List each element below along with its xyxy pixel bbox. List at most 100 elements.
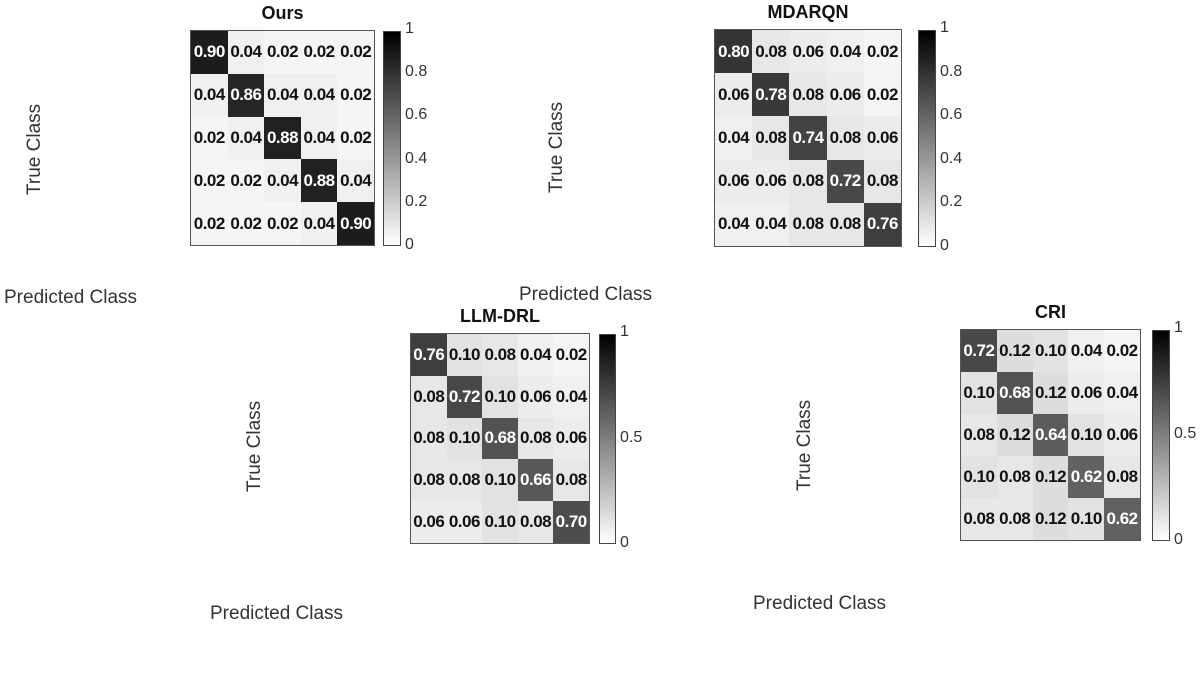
colorbar-tick-label: 0.4	[405, 149, 428, 167]
matrix-cell: 0.80	[715, 30, 753, 74]
matrix-cell: 0.06	[517, 375, 554, 418]
matrix-cell: 0.70	[553, 501, 589, 543]
colorbar-tick-label: 0.6	[405, 106, 428, 124]
matrix-cell: 0.08	[411, 459, 447, 502]
colorbar-tick-label: 0	[405, 236, 414, 253]
matrix-cell: 0.06	[1068, 372, 1105, 414]
matrix-cell: 0.02	[227, 159, 265, 203]
matrix-cell: 0.12	[996, 330, 1033, 372]
matrix-cell: 0.10	[482, 501, 518, 543]
matrix-cell: 0.06	[752, 159, 790, 203]
matrix-cell: 0.72	[446, 375, 483, 418]
colorbar-tick-label: 0	[620, 534, 629, 551]
x-axis-title: Predicted Class	[4, 287, 138, 308]
matrix-cell: 0.08	[961, 414, 997, 456]
matrix-cell: 0.06	[553, 417, 589, 460]
chart-title: CRI	[1035, 302, 1066, 322]
matrix-cell: 0.04	[227, 31, 265, 74]
matrix-cell: 0.04	[752, 202, 790, 246]
matrix-cell: 0.08	[411, 417, 447, 460]
matrix-cell: 0.10	[1032, 330, 1069, 372]
matrix-cell: 0.10	[482, 459, 518, 502]
matrix-cell: 0.06	[411, 501, 447, 543]
matrix-cell: 0.04	[337, 159, 374, 203]
colorbar-tick-label: 1	[405, 20, 414, 37]
matrix-cell: 0.86	[227, 73, 265, 117]
chart-title: MDARQN	[767, 2, 849, 22]
matrix-cell: 0.10	[1068, 414, 1105, 456]
matrix-cell: 0.02	[337, 73, 374, 117]
matrix-cell: 0.06	[446, 501, 483, 543]
y-axis-title: True Class	[546, 101, 567, 193]
matrix-cell: 0.08	[961, 498, 997, 540]
matrix-cell: 0.08	[752, 116, 790, 160]
matrix-cell: 0.10	[482, 375, 518, 418]
colorbar-tick-label: 0.8	[940, 62, 963, 80]
matrix-cell: 0.04	[715, 202, 753, 246]
colorbar-tick-label: 1	[620, 323, 629, 340]
colorbar-tick-label: 0	[1174, 531, 1183, 548]
matrix-cell: 0.08	[517, 417, 554, 460]
matrix-cell: 0.08	[789, 202, 827, 246]
colorbar-tick-label: 0.8	[405, 63, 428, 81]
matrix-cell: 0.62	[1104, 498, 1140, 540]
matrix-cell: 0.04	[300, 73, 338, 117]
matrix-cell: 0.02	[1104, 330, 1140, 372]
matrix-cell: 0.02	[191, 116, 228, 160]
matrix-cell: 0.10	[961, 372, 997, 414]
y-axis-title: True Class	[794, 399, 815, 491]
colorbar-tick-label: 0.2	[405, 192, 428, 210]
colorbar-tick-label: 0	[940, 237, 949, 254]
matrix-cell: 0.02	[863, 73, 901, 117]
matrix-cell: 0.02	[191, 159, 228, 203]
matrix-cell: 0.08	[826, 116, 864, 160]
matrix-cell: 0.02	[337, 116, 374, 160]
matrix-cell: 0.12	[1032, 498, 1069, 540]
matrix-cell: 0.06	[1104, 414, 1140, 456]
matrix-cell: 0.68	[996, 372, 1033, 414]
matrix-cell: 0.08	[826, 202, 864, 246]
colorbar	[383, 31, 401, 246]
matrix-cell: 0.04	[300, 116, 338, 160]
matrix-cell: 0.02	[227, 202, 265, 245]
matrix-cell: 0.76	[411, 334, 447, 376]
x-axis-title: Predicted Class	[519, 284, 653, 305]
y-axis-title: True Class	[24, 103, 45, 195]
matrix-cell: 0.88	[300, 159, 338, 203]
matrix-cell: 0.04	[826, 30, 864, 74]
matrix-cell: 0.76	[863, 202, 901, 246]
matrix-cell: 0.64	[1032, 414, 1069, 456]
matrix-cell: 0.08	[446, 459, 483, 502]
matrix-cell: 0.08	[482, 334, 518, 376]
matrix-cell: 0.72	[826, 159, 864, 203]
matrix-cell: 0.08	[553, 459, 589, 502]
colorbar	[1152, 330, 1170, 541]
matrix-cell: 0.78	[752, 73, 790, 117]
y-axis-title: True Class	[244, 400, 265, 492]
matrix-cell: 0.08	[789, 159, 827, 203]
colorbar	[918, 30, 936, 247]
matrix-cell: 0.02	[300, 31, 338, 74]
matrix-cell: 0.90	[337, 202, 374, 245]
matrix-cell: 0.10	[446, 334, 483, 376]
matrix-cell: 0.08	[1104, 456, 1140, 498]
matrix-cell: 0.10	[961, 456, 997, 498]
colorbar-tick-label: 0.6	[940, 106, 963, 124]
matrix-cell: 0.66	[517, 459, 554, 502]
matrix-cell: 0.04	[191, 73, 228, 117]
x-axis-title: Predicted Class	[210, 603, 344, 624]
matrix-cell: 0.04	[517, 334, 554, 376]
matrix-cell: 0.62	[1068, 456, 1105, 498]
matrix-cell: 0.88	[264, 116, 301, 160]
colorbar-tick-label: 0.5	[1174, 425, 1197, 442]
matrix-cell: 0.06	[826, 73, 864, 117]
colorbar	[599, 334, 616, 544]
matrix-cell: 0.02	[553, 334, 589, 376]
matrix-cell: 0.02	[191, 202, 228, 245]
matrix-cell: 0.72	[961, 330, 997, 372]
matrix-cell: 0.08	[789, 73, 827, 117]
matrix-cell: 0.02	[264, 31, 301, 74]
matrix-cell: 0.04	[715, 116, 753, 160]
